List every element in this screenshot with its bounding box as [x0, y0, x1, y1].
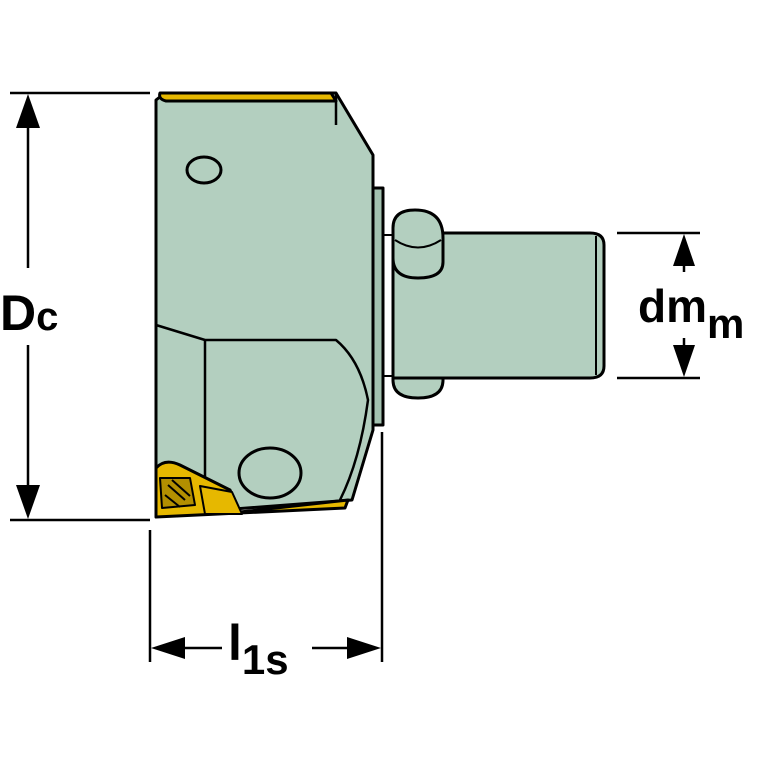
- dmm-label-sub: m: [707, 300, 744, 347]
- drive-pin-top: [391, 208, 445, 280]
- arrowheads: [16, 94, 695, 659]
- dc-label-sub: c: [36, 295, 58, 339]
- l1s-arrow-right: [347, 637, 381, 659]
- dc-arrow-bottom: [16, 485, 40, 519]
- l1s-arrow-left: [151, 637, 185, 659]
- dc-arrow-top: [16, 94, 40, 128]
- screw-hole-icon: [185, 155, 223, 185]
- coolant-hole-icon: [237, 446, 303, 500]
- tool-head: [154, 91, 375, 517]
- l1s-label: l1s: [228, 615, 289, 683]
- top-insert: [158, 91, 338, 103]
- dmm-label-main: dm: [638, 280, 707, 332]
- dmm-arrow-bottom: [673, 345, 695, 377]
- insert-detail-2: [164, 479, 191, 508]
- flute-edge: [155, 323, 370, 501]
- drive-pin-bottom: [391, 376, 445, 400]
- dc-label: Dc: [0, 285, 58, 341]
- tool: [154, 91, 606, 519]
- tool-shank: [391, 231, 606, 380]
- l1s-label-sub: 1s: [242, 636, 289, 683]
- dc-label-main: D: [0, 285, 36, 341]
- dmm-label: dmm: [638, 280, 744, 347]
- l1s-label-main: l: [228, 615, 242, 671]
- insert-detail-3: [199, 485, 243, 515]
- drive-pin-top-arc: [394, 239, 442, 249]
- dmm-arrow-top: [673, 234, 695, 266]
